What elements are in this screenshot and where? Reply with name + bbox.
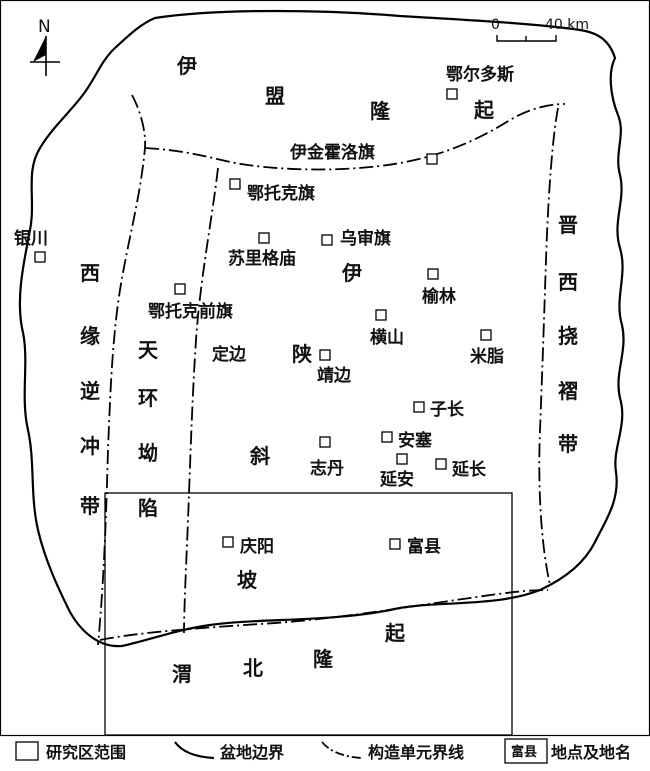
marker-wushenqi bbox=[321, 234, 333, 246]
place-hengshan: 横山 bbox=[370, 327, 404, 348]
marker-yinchuan bbox=[34, 251, 46, 263]
unit-jinxi-char-5: 带 bbox=[558, 432, 578, 456]
unit-tianhuan-char-2: 环 bbox=[138, 386, 158, 410]
north-arrow-label: N bbox=[38, 17, 51, 37]
boundary-tianhuan-east bbox=[183, 167, 219, 634]
place-fuxian: 富县 bbox=[407, 536, 441, 557]
place-mizhi: 米脂 bbox=[470, 346, 504, 367]
marker-etuokeqianqi bbox=[174, 283, 186, 295]
marker-eerduosi bbox=[446, 88, 458, 100]
legend-place-symbol-box bbox=[504, 738, 548, 764]
legend: 研究区范围 盆地边界 构造单元界线 富县 地点及地名 bbox=[15, 738, 631, 764]
unit-jinxi-char-1: 晋 bbox=[558, 213, 578, 237]
unit-tianhuan-char-3: 坳 bbox=[138, 441, 158, 465]
north-arrow: N bbox=[30, 17, 60, 76]
marker-yanchang bbox=[435, 458, 447, 470]
unit-yishan-char-3: 斜 bbox=[249, 444, 270, 468]
marker-mizhi bbox=[480, 329, 492, 341]
place-yanchang: 延长 bbox=[451, 459, 487, 480]
place-sulige: 苏里格庙 bbox=[228, 248, 296, 269]
legend-basin-boundary-symbol bbox=[174, 741, 215, 759]
structural-unit-labels: 伊 盟 隆 起 西 缘 逆 冲 带 天 环 坳 陷 伊 陕 斜 坡 晋 西 挠 … bbox=[80, 54, 578, 686]
unit-yishan-char-4: 坡 bbox=[237, 568, 258, 592]
place-qingyang: 庆阳 bbox=[240, 536, 274, 557]
study-area-rect bbox=[104, 492, 513, 736]
place-yanan: 延安 bbox=[379, 469, 414, 490]
unit-weibei-char-1: 渭 bbox=[172, 662, 192, 686]
place-zichang: 子长 bbox=[430, 399, 465, 420]
unit-west-char-2: 缘 bbox=[80, 324, 100, 348]
legend-unit-boundary-symbol bbox=[321, 741, 363, 759]
unit-west-char-3: 逆 bbox=[80, 379, 100, 403]
unit-jinxi-char-3: 挠 bbox=[558, 324, 578, 348]
place-ansai: 安塞 bbox=[398, 430, 433, 451]
basin-boundary bbox=[18, 9, 625, 648]
unit-tianhuan-char-4: 陷 bbox=[138, 496, 158, 520]
place-jingbian: 靖边 bbox=[317, 366, 352, 386]
marker-etuokeqi bbox=[229, 178, 241, 190]
marker-yanan bbox=[396, 453, 408, 465]
legend-basin-boundary-label: 盆地边界 bbox=[219, 743, 284, 762]
marker-qingyang bbox=[222, 536, 234, 548]
place-eerduosi: 鄂尔多斯 bbox=[446, 64, 514, 85]
marker-yijinhuoluoqi bbox=[426, 153, 438, 165]
scale-bar: 0 40 km bbox=[491, 17, 589, 42]
place-zhidan: 志丹 bbox=[310, 458, 344, 479]
marker-hengshan bbox=[375, 309, 387, 321]
place-etuokeqi: 鄂托克旗 bbox=[247, 183, 315, 204]
marker-zhidan bbox=[319, 436, 331, 448]
legend-study-area-label: 研究区范围 bbox=[46, 743, 126, 762]
unit-yimeng-char-2: 盟 bbox=[265, 84, 285, 108]
scale-start-label: 0 bbox=[491, 17, 500, 33]
unit-yimeng-char-3: 隆 bbox=[370, 99, 391, 123]
unit-west-char-4: 冲 bbox=[80, 434, 100, 458]
unit-weibei-char-3: 隆 bbox=[313, 647, 334, 671]
unit-west-char-1: 西 bbox=[80, 261, 100, 285]
unit-weibei-char-4: 起 bbox=[384, 621, 406, 645]
legend-unit-boundary-label: 构造单元界线 bbox=[368, 743, 464, 762]
place-yinchuan: 银川 bbox=[14, 228, 48, 249]
marker-ansai bbox=[381, 431, 393, 443]
place-markers bbox=[34, 88, 492, 550]
marker-zichang bbox=[413, 401, 425, 413]
north-arrow-head bbox=[33, 36, 46, 62]
legend-place-label: 地点及地名 bbox=[551, 743, 631, 762]
unit-yimeng-char-4: 起 bbox=[473, 98, 495, 122]
place-etuokeqianqi: 鄂托克前旗 bbox=[148, 301, 233, 322]
unit-jinxi-char-4: 褶 bbox=[558, 379, 578, 403]
unit-jinxi-char-2: 西 bbox=[558, 270, 578, 294]
boundary-jinxi-west bbox=[538, 107, 559, 586]
marker-jingbian bbox=[319, 349, 331, 361]
marker-fuxian bbox=[389, 538, 401, 550]
unit-weibei-char-2: 北 bbox=[243, 656, 263, 680]
place-yulin: 榆林 bbox=[422, 286, 456, 307]
legend-study-area-symbol bbox=[15, 741, 39, 761]
place-yijinhuoluoqi: 伊金霍洛旗 bbox=[289, 142, 375, 163]
legend-place-symbol-text: 富县 bbox=[511, 744, 537, 760]
place-wushenqi: 乌审旗 bbox=[340, 228, 391, 249]
boundary-weibei-north bbox=[99, 589, 549, 641]
scale-line bbox=[496, 35, 557, 42]
unit-yishan-char-2: 陕 bbox=[292, 342, 312, 366]
scale-end-label: 40 km bbox=[545, 17, 589, 33]
unit-tianhuan-char-1: 天 bbox=[138, 338, 159, 362]
unit-yimeng-char-1: 伊 bbox=[176, 54, 197, 78]
marker-yulin bbox=[427, 268, 439, 280]
unit-west-char-5: 带 bbox=[80, 494, 100, 518]
unit-yishan-char-1: 伊 bbox=[341, 261, 362, 285]
place-labels: 鄂尔多斯 伊金霍洛旗 鄂托克旗 乌审旗 苏里格庙 银川 鄂托克前旗 榆林 横山 … bbox=[14, 64, 514, 557]
place-dingbian: 定边 bbox=[212, 344, 247, 365]
marker-sulige bbox=[258, 232, 270, 244]
